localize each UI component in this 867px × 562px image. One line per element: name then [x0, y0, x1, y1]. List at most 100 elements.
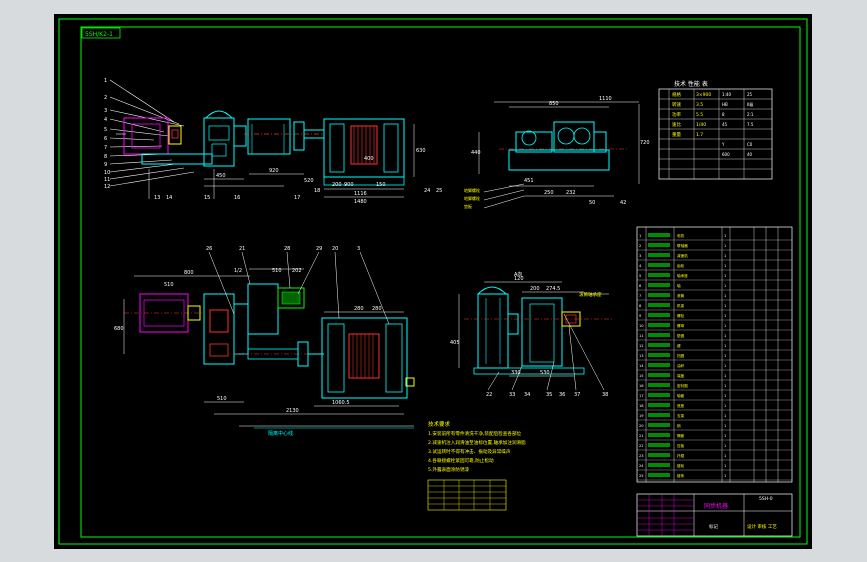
part-qty: 1 — [724, 274, 726, 278]
part-qty: 1 — [724, 334, 726, 338]
part-number: 21 — [639, 434, 644, 438]
svg-text:7.5: 7.5 — [747, 122, 754, 127]
part-number: 13 — [639, 354, 644, 358]
dim-2130: 2130 — [286, 408, 299, 414]
svg-text:37: 37 — [574, 392, 580, 398]
svg-text:1: 1 — [104, 78, 107, 84]
part-code — [648, 383, 670, 387]
part-code — [648, 473, 670, 477]
part-number: 14 — [639, 364, 644, 368]
part-code — [648, 423, 670, 427]
svg-text:20: 20 — [332, 246, 338, 252]
svg-text:33: 33 — [509, 392, 515, 398]
part-qty: 1 — [724, 414, 726, 418]
svg-text:17: 17 — [294, 195, 300, 201]
part-number: 24 — [639, 464, 644, 468]
svg-text:8: 8 — [722, 112, 725, 117]
part-name: 底座 — [677, 403, 685, 408]
part-number: 7 — [639, 294, 641, 298]
part-qty: 1 — [724, 344, 726, 348]
svg-text:II级: II级 — [747, 101, 753, 107]
parameter-title: 技术 性能 表 — [674, 80, 708, 88]
svg-text:29: 29 — [316, 246, 322, 252]
svg-text:功率: 功率 — [672, 111, 681, 118]
dim-920: 920 — [269, 168, 279, 174]
svg-text:50: 50 — [589, 200, 595, 206]
part-qty: 1 — [724, 384, 726, 388]
dim-330: 330 — [511, 370, 521, 376]
part-qty: 1 — [724, 444, 726, 448]
svg-text:24: 24 — [424, 188, 430, 194]
svg-text:202: 202 — [292, 268, 302, 274]
part-name: 轴承座 — [677, 273, 688, 278]
part-number: 20 — [639, 424, 644, 428]
dim-150: 150 — [376, 182, 386, 188]
svg-text:13: 13 — [154, 195, 160, 201]
svg-text:45: 45 — [722, 122, 728, 127]
part-code — [648, 273, 670, 277]
company-text: 设计 审核 工艺 — [747, 523, 777, 530]
part-number: 25 — [639, 474, 644, 478]
axis-label: 隔离中心线 — [268, 430, 293, 437]
part-name: 滚筒 — [677, 293, 685, 298]
svg-text:1:40: 1:40 — [722, 92, 731, 97]
part-qty: 1 — [724, 394, 726, 398]
part-qty: 1 — [724, 424, 726, 428]
part-number: 8 — [639, 304, 642, 308]
part-number: 3 — [639, 254, 641, 258]
part-code — [648, 233, 670, 237]
svg-text:3.试运转时不得有冲击、振动及异常噪声: 3.试运转时不得有冲击、振动及异常噪声 — [428, 448, 511, 455]
part-qty: 1 — [724, 284, 726, 288]
cad-drawing: 5SH/K2-1 — [58, 18, 808, 545]
svg-text:地脚螺栓: 地脚螺栓 — [464, 187, 480, 193]
svg-text:3: 3 — [357, 246, 360, 252]
inner-border — [80, 26, 801, 538]
drawing-sheet[interactable]: 5SH/K2-1 — [54, 14, 812, 549]
part-name: 联轴器 — [677, 243, 688, 248]
svg-text:21: 21 — [239, 246, 245, 252]
part-code — [648, 313, 670, 317]
part-code — [648, 443, 670, 447]
dim-274: 274.5 — [546, 286, 560, 292]
part-name: 托辊 — [677, 453, 685, 458]
svg-text:转速: 转速 — [672, 101, 681, 108]
part-name: 链轮 — [677, 463, 685, 468]
svg-text:25: 25 — [747, 92, 753, 97]
part-code — [648, 373, 670, 377]
part-code — [648, 343, 670, 347]
svg-text:15: 15 — [204, 195, 210, 201]
dim-850: 850 — [549, 101, 559, 107]
dim-200: 200 — [332, 182, 342, 188]
svg-text:1/2: 1/2 — [234, 268, 242, 274]
svg-text:510: 510 — [272, 268, 282, 274]
part-number: 6 — [639, 284, 642, 288]
part-code — [648, 353, 670, 357]
part-qty: 1 — [724, 254, 726, 258]
part-code — [648, 393, 670, 397]
dim-510: 510 — [217, 396, 227, 402]
title-block[interactable]: 同步机器 5SH-0 设计 审核 工艺 标记 — [636, 493, 793, 537]
svg-text:1.7: 1.7 — [696, 132, 703, 138]
svg-text:9: 9 — [104, 162, 107, 168]
svg-text:42: 42 — [620, 200, 626, 206]
svg-text:16: 16 — [234, 195, 240, 201]
corner-label: 5SH/K2-1 — [85, 31, 113, 38]
svg-text:11: 11 — [104, 177, 110, 183]
svg-text:5: 5 — [104, 127, 107, 133]
svg-text:1/40: 1/40 — [696, 122, 706, 128]
part-qty: 1 — [724, 374, 726, 378]
svg-text:10: 10 — [104, 170, 110, 176]
svg-text:451: 451 — [524, 178, 534, 184]
svg-text:250: 250 — [544, 190, 554, 196]
svg-text:35: 35 — [546, 392, 552, 398]
part-name: 齿轮 — [677, 263, 685, 268]
part-number: 22 — [639, 444, 644, 448]
part-qty: 1 — [724, 294, 726, 298]
part-code — [648, 333, 670, 337]
dim-440: 440 — [471, 150, 481, 156]
part-name: 减速机 — [677, 253, 688, 258]
corner-box — [81, 27, 121, 39]
